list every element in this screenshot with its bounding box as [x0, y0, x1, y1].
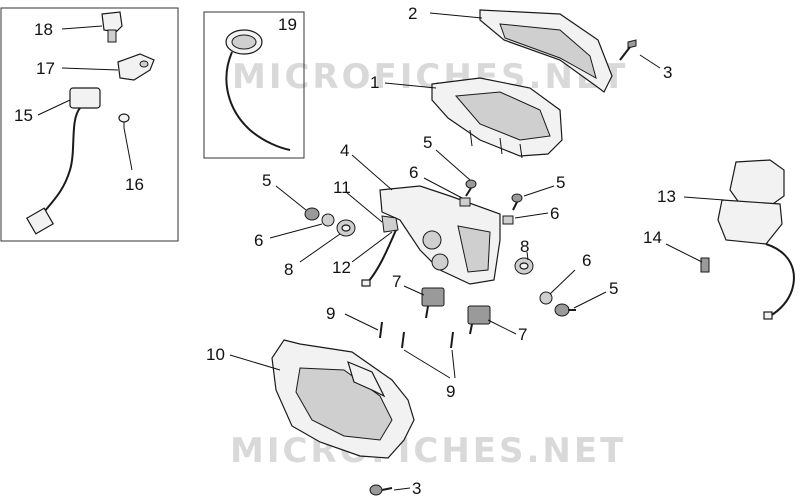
callout-7-right: 7	[518, 325, 527, 344]
part-8-grommet-right	[514, 257, 534, 275]
callout-15: 15	[14, 106, 33, 125]
part-10-fairing	[271, 339, 415, 459]
part-6-washer-left	[321, 213, 335, 227]
watermark-bottom: MICROFICHES.NET	[230, 431, 626, 471]
callout-18: 18	[34, 20, 53, 39]
part-12-connector	[361, 229, 397, 287]
callout-9-bottom: 9	[446, 382, 455, 401]
callout-19: 19	[278, 15, 297, 34]
inset-box-19: 19	[203, 11, 305, 159]
part-2-cluster-cover	[479, 9, 613, 93]
callout-5-left: 5	[262, 171, 271, 190]
callout-5-lower-right: 5	[609, 279, 618, 298]
callout-14: 14	[643, 228, 662, 247]
part-5-screw-left	[304, 207, 320, 221]
callout-6-lower-right: 6	[582, 251, 591, 270]
callout-12: 12	[332, 258, 351, 277]
callout-17: 17	[36, 59, 55, 78]
callout-3-bottom: 3	[412, 479, 421, 498]
callout-5-right: 5	[556, 173, 565, 192]
part-13-switch-assembly	[717, 159, 795, 320]
callout-8-right: 8	[520, 237, 529, 256]
part-14-screw	[700, 257, 710, 273]
callout-4: 4	[340, 141, 349, 160]
callout-13: 13	[657, 187, 676, 206]
callout-3-top: 3	[663, 63, 672, 82]
part-4-bracket	[379, 185, 501, 285]
callout-6-right: 6	[550, 204, 559, 223]
callout-9-left: 9	[326, 304, 335, 323]
part-3-screw-bottom	[369, 484, 393, 496]
part-15-relay	[26, 87, 101, 235]
part-6-spacer-right	[502, 215, 514, 225]
callout-6-mid: 6	[409, 163, 418, 182]
callout-10: 10	[206, 345, 225, 364]
part-19-ring-sensor	[225, 29, 291, 151]
inset-box-left: 18 17 15 16	[0, 7, 179, 242]
callout-11: 11	[333, 178, 351, 197]
callout-5-mid: 5	[423, 133, 432, 152]
part-7-block-left	[421, 287, 445, 319]
callout-6-left: 6	[254, 231, 263, 250]
watermark-top: MICROFICHES.NET	[232, 57, 628, 97]
part-8-grommet-left	[336, 219, 356, 237]
part-9-bolts	[379, 321, 454, 349]
part-6-spacer-mid	[459, 197, 471, 207]
part-18-sensor	[101, 11, 123, 43]
part-5-screw-mid	[465, 179, 477, 197]
part-1-instrument-cluster	[431, 77, 563, 159]
callout-16: 16	[125, 175, 144, 194]
part-6-washer-right	[539, 291, 553, 305]
callout-2: 2	[408, 4, 417, 23]
part-17-bracket	[117, 53, 155, 81]
part-3-screw-top	[619, 39, 637, 61]
part-7-block-right	[467, 305, 491, 335]
part-5-screw-right	[511, 193, 523, 211]
callout-1: 1	[370, 73, 379, 92]
callout-7-left: 7	[392, 272, 401, 291]
callout-8-left: 8	[284, 260, 293, 279]
part-16-screw	[118, 113, 130, 128]
part-5-screw-lower-right	[554, 303, 576, 317]
part-11-clip	[381, 215, 399, 233]
